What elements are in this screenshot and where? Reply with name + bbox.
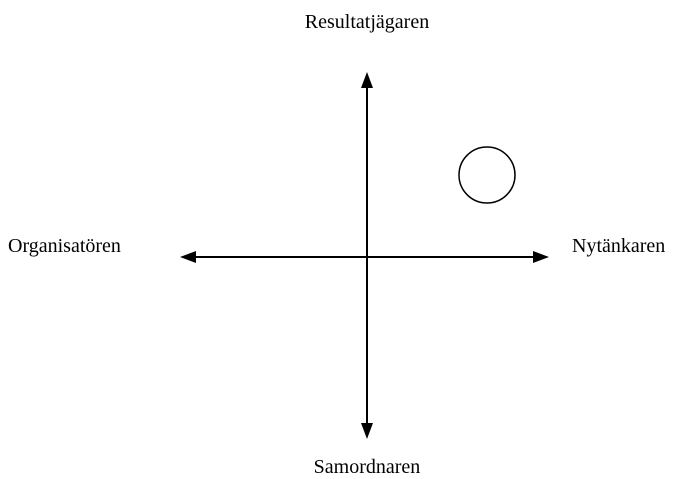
position-marker-circle [458,146,516,204]
axis-label-top: Resultatjägaren [304,11,430,33]
axis-label-bottom: Samordnaren [313,456,421,478]
arrow-right-icon [533,251,549,263]
arrow-up-icon [361,72,373,88]
axis-label-right: Nytänkaren [572,235,666,257]
arrow-down-icon [361,423,373,439]
axis-label-left: Organisatören [8,235,121,257]
arrow-left-icon [180,251,196,263]
